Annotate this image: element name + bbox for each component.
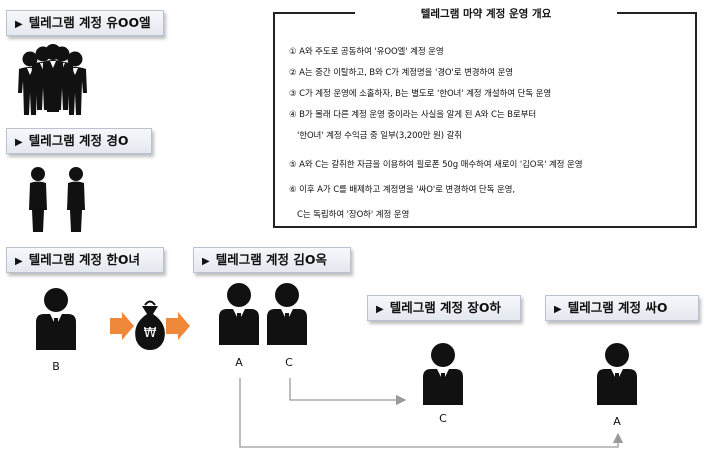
triangle-icon: ▶: [15, 256, 23, 267]
person-a2-icon: [597, 343, 637, 405]
person-c2-icon: [423, 343, 463, 405]
summary-line: ② A는 중간 이탈하고, B와 C가 계정명을 '경O'로 변경하여 운영: [289, 68, 514, 78]
flow-arrow-a: [239, 378, 624, 448]
account-label-kim: ▶텔레그램 계정 김O옥: [193, 247, 351, 273]
triangle-icon: ▶: [202, 256, 210, 267]
triangle-icon: ▶: [15, 19, 23, 30]
person-a-label: A: [235, 356, 243, 369]
flow-arrow-c: [289, 378, 407, 406]
money-transfer-arrow-icon: [110, 312, 190, 340]
person-c2-label: C: [439, 412, 447, 425]
money-bag-icon: ₩: [135, 300, 165, 350]
summary-line: '한O녀' 계정 수익금 중 일부(3,200만 원) 갈취: [297, 131, 463, 141]
summary-box: 텔레그램 마약 계정 운영 개요 ① A와 주도로 공동하여 '유OO엘' 계정…: [273, 5, 697, 228]
person-c-icon: [267, 283, 307, 345]
summary-line: C는 독립하여 '장O하' 계정 운영: [297, 210, 410, 220]
account-label-jang: ▶텔레그램 계정 장O하: [367, 295, 521, 321]
group-person-icon: [18, 44, 87, 115]
person-a2-label: A: [613, 415, 621, 428]
person-b-label: B: [52, 360, 60, 373]
summary-line: ⑤ A와 C는 갈취한 자금을 이용하여 필로폰 50g 매수하여 새로이 '김…: [289, 160, 583, 170]
two-person-icon: [29, 167, 85, 232]
summary-line: ④ B가 몰래 다른 계정 운영 중이라는 사실을 알게 된 A와 C는 B로부…: [289, 110, 537, 120]
account-label-yu: ▶텔레그램 계정 유OO엘: [6, 10, 164, 36]
summary-line: ⑥ 이후 A가 C를 배제하고 계정명을 '싸O'로 변경하여 단독 운영,: [289, 185, 515, 195]
triangle-icon: ▶: [554, 304, 562, 315]
account-label-ssa: ▶텔레그램 계정 싸O: [545, 295, 699, 321]
triangle-icon: ▶: [376, 304, 384, 315]
summary-title: 텔레그램 마약 계정 운영 개요: [355, 5, 617, 23]
person-a-icon: [219, 283, 259, 345]
summary-line: ① A와 주도로 공동하여 '유OO엘' 계정 운영: [289, 47, 444, 57]
account-label-han: ▶텔레그램 계정 한O녀: [6, 247, 164, 273]
triangle-icon: ▶: [15, 137, 23, 148]
person-c-label: C: [285, 356, 293, 369]
summary-line: ③ C가 계정 운영에 소홀하자, B는 별도로 '한O녀' 계정 개설하여 단…: [289, 89, 552, 99]
won-symbol: ₩: [144, 326, 157, 341]
person-b-icon: [36, 288, 76, 350]
account-label-kyung: ▶텔레그램 계정 경O: [6, 128, 152, 154]
